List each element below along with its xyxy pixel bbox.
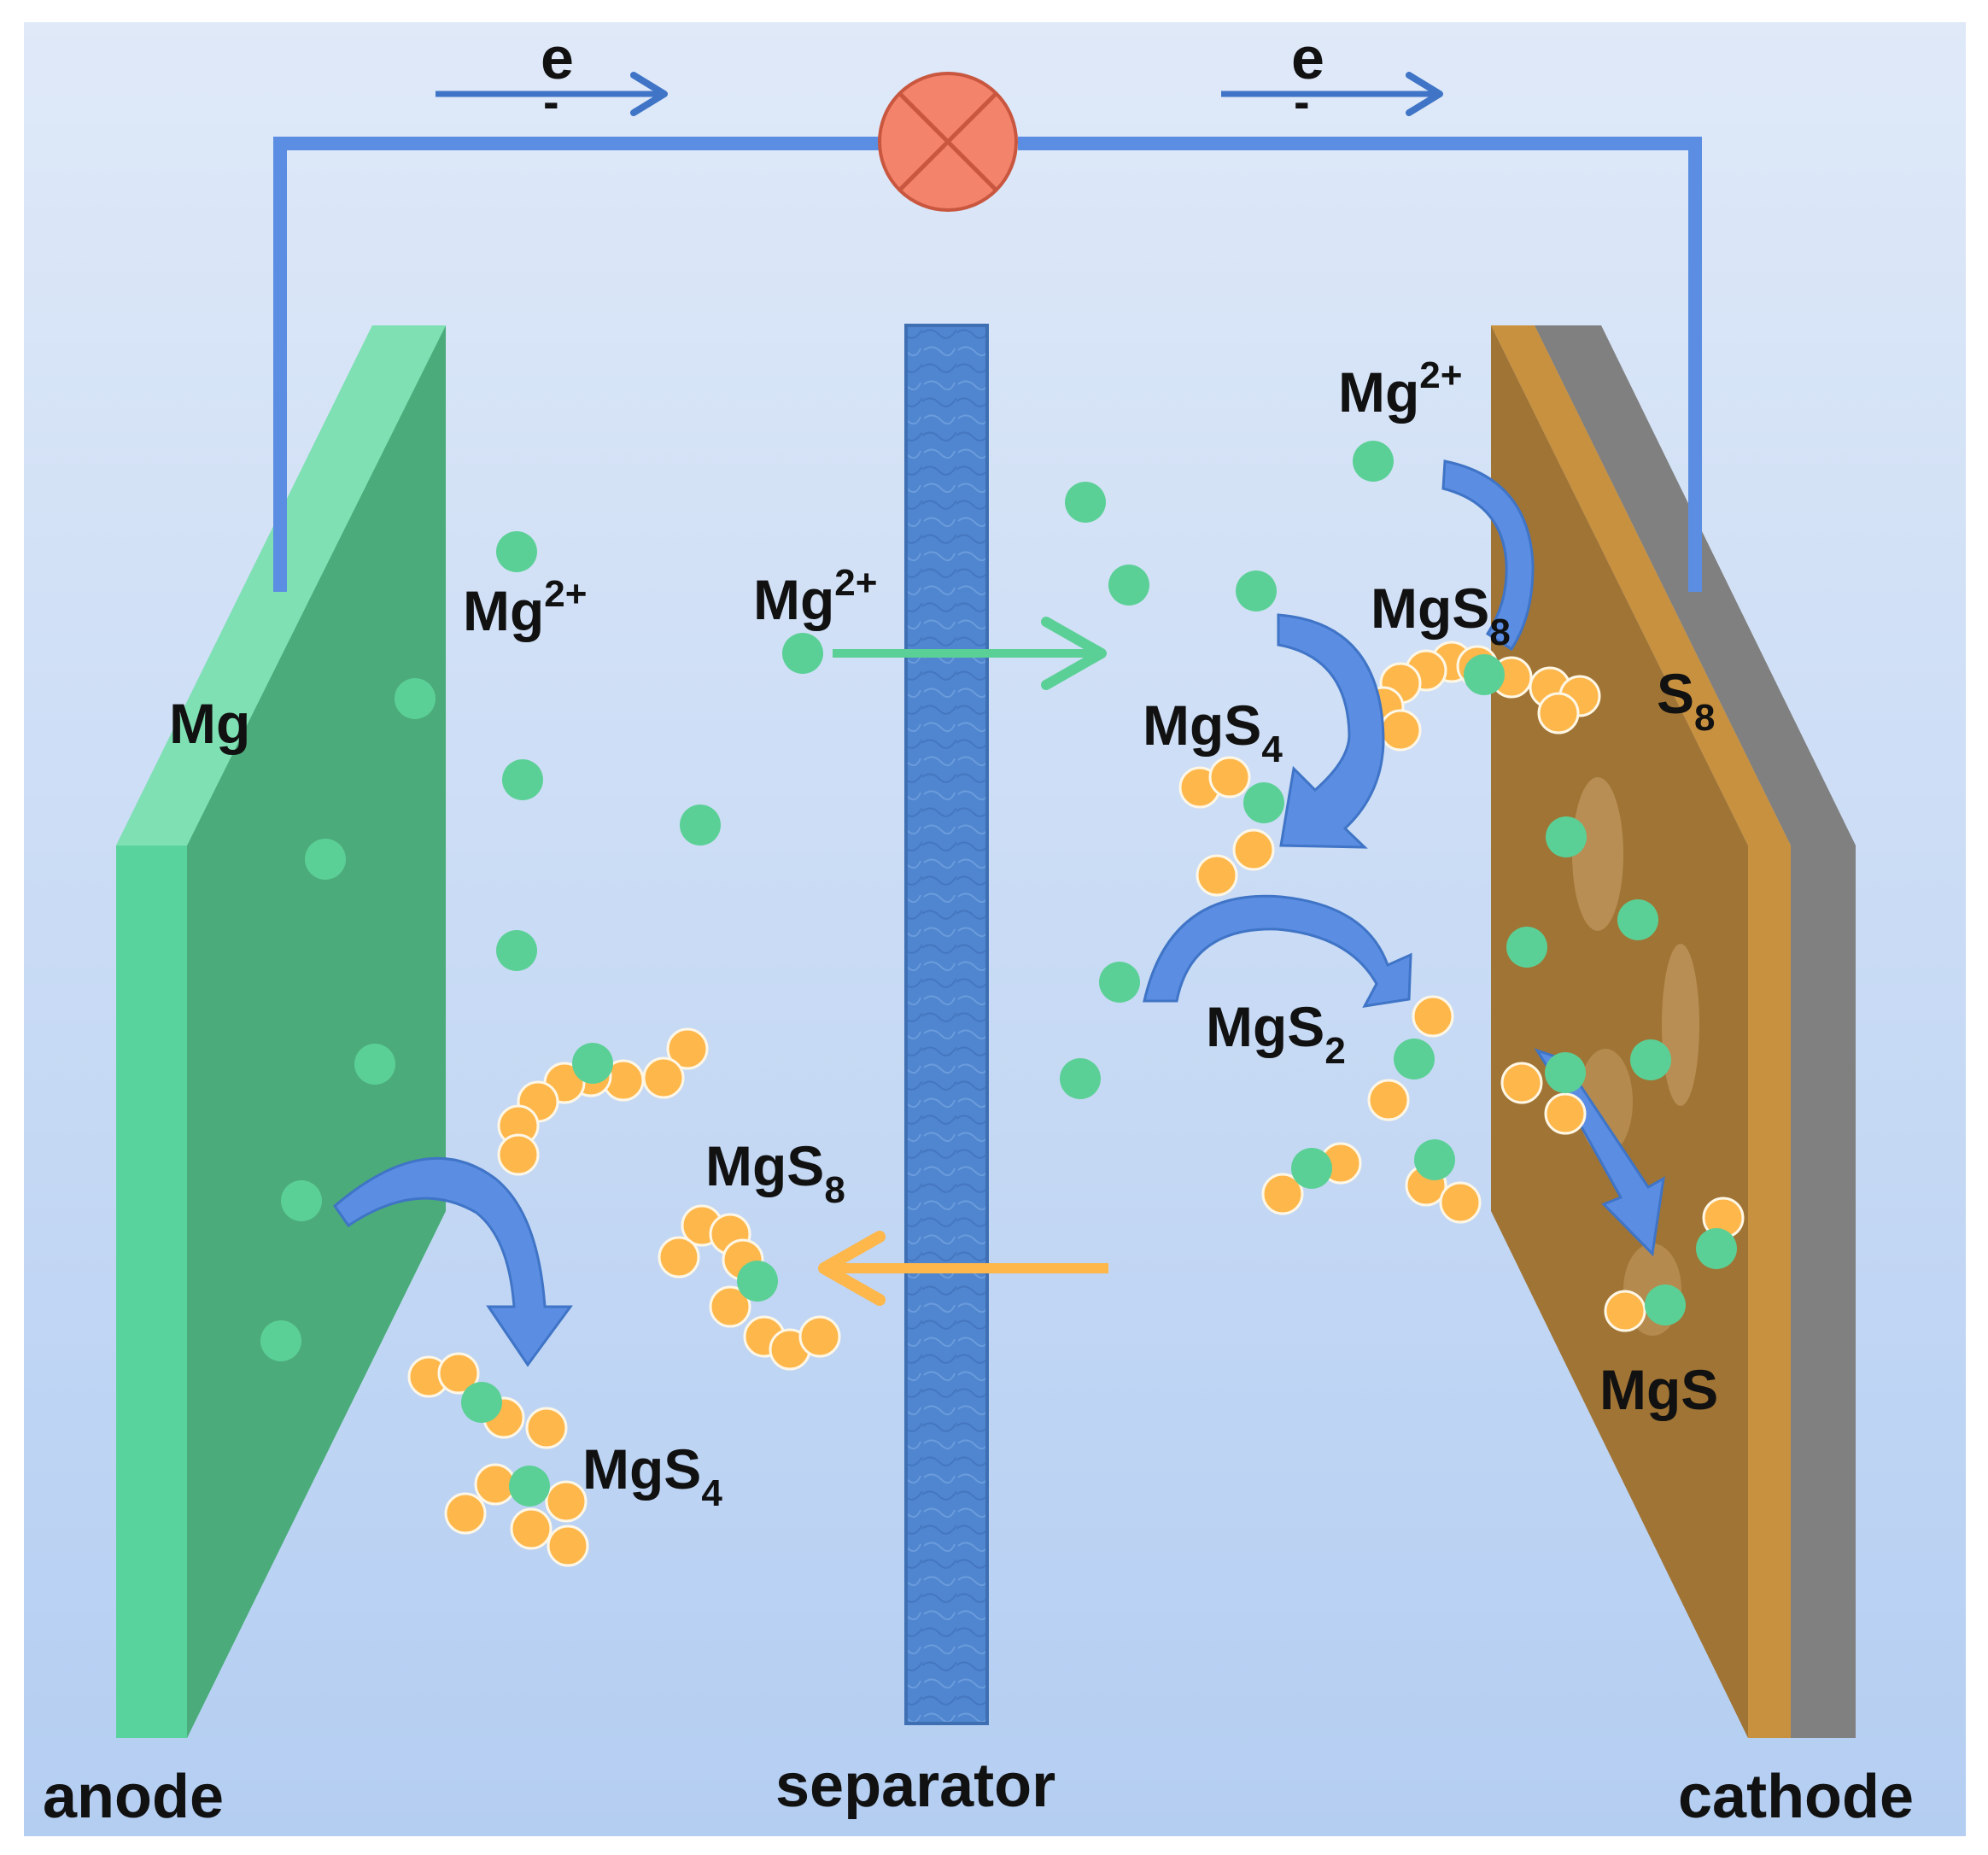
separator-label: separator (775, 1752, 1055, 1820)
reduction-arrow-s8 (1441, 459, 1535, 652)
mg-ion-flow-arrow (833, 617, 1107, 690)
electron-charge-left: - (543, 74, 559, 128)
svg-text:Mg2+: Mg2+ (753, 562, 877, 631)
mgs2-label: MgS2 (1206, 995, 1346, 1072)
mg-ion (680, 805, 721, 846)
electron-label-left: e (541, 25, 574, 91)
mgs8-label-cathode: MgS8 (1371, 576, 1511, 653)
mg-ion (281, 1180, 322, 1221)
mg-ion (1099, 962, 1140, 1003)
mg-ion (395, 678, 436, 719)
svg-text:Mg2+: Mg2+ (1338, 354, 1462, 424)
mg-ion-label-anode: Mg2+ (463, 573, 587, 642)
separator-membrane (904, 324, 989, 1725)
lamp-icon (878, 72, 1018, 212)
reduction-arrow-mgs4 (1143, 894, 1412, 1008)
mg-ion (496, 531, 537, 572)
mg-ion (260, 1320, 301, 1361)
mg-ion (1630, 1039, 1671, 1080)
mg-ion (1108, 565, 1149, 606)
mg-ion (1617, 899, 1658, 940)
svg-text:MgS4: MgS4 (1143, 693, 1283, 770)
svg-text:MgS4: MgS4 (582, 1437, 722, 1514)
mg-ion (782, 633, 823, 674)
s8-label: S8 (1657, 662, 1716, 739)
electron-label-right: e (1291, 25, 1324, 91)
electron-arrow-left: e - (436, 25, 668, 128)
mg-ion (502, 759, 543, 800)
mg-ion-label-cathode: Mg2+ (1338, 354, 1462, 424)
mg-ion-label-separator: Mg2+ (753, 562, 877, 631)
mg-ion (354, 1044, 395, 1085)
svg-text:MgS8: MgS8 (1371, 576, 1511, 653)
mg-ion (1060, 1058, 1101, 1099)
reduction-arrow-mgs8 (1277, 613, 1385, 849)
anode-metal-label: Mg (169, 692, 250, 755)
svg-text:S8: S8 (1657, 662, 1716, 739)
svg-text:MgS2: MgS2 (1206, 995, 1346, 1072)
electron-arrow-right: e - (1221, 25, 1443, 128)
mgs-label: MgS (1599, 1358, 1718, 1421)
svg-text:MgS8: MgS8 (705, 1134, 845, 1211)
mg-ion (1065, 482, 1106, 523)
mg-ion (305, 839, 346, 880)
svg-text:Mg2+: Mg2+ (463, 573, 587, 642)
reduction-arrow-anode (332, 1156, 573, 1367)
mgs4-label-cathode: MgS4 (1143, 693, 1283, 770)
mg-ion (496, 930, 537, 971)
cathode-label: cathode (1678, 1763, 1914, 1831)
mgs4-label-anode: MgS4 (582, 1437, 722, 1514)
anode-label: anode (43, 1763, 224, 1831)
anode-plate (116, 325, 446, 1738)
mgs8-label-middle: MgS8 (705, 1134, 845, 1211)
polysulfide-shuttle-arrow (818, 1231, 1108, 1306)
mg-ion (1506, 927, 1547, 968)
mg-ion (1546, 816, 1587, 857)
mg-ion (1353, 441, 1394, 482)
mg-ion (1236, 571, 1277, 612)
electron-charge-right: - (1294, 74, 1310, 128)
